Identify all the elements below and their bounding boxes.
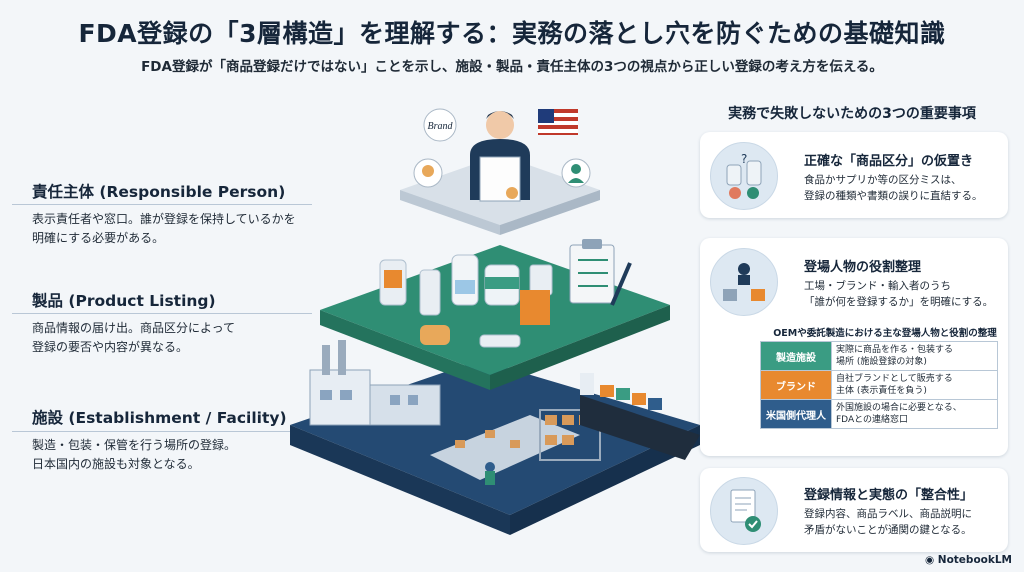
person-icon [470, 111, 530, 202]
product-layer-side-right [490, 305, 670, 390]
tip-desc-category: 食品かサプリか等の区分ミスは、 登録の種類や書類の誤りに直結する。 [804, 172, 1004, 204]
role-desc-line: FDAとの連絡窓口 [836, 415, 909, 425]
divider-line [12, 431, 312, 432]
tip-card-consistency: 登録情報と実態の「整合性」 登録内容、商品ラベル、商品説明に 矛盾がないことが通… [700, 468, 1008, 552]
role-desc-line: 実際に商品を作る・包装する [836, 345, 954, 355]
role-name: ブランド [760, 370, 832, 400]
role-desc-line: 外国施設の場合に必要となる、 [836, 403, 962, 413]
responsible-layer-side [400, 190, 500, 235]
product-desc-line2: 登録の要否や内容が異なる。 [32, 340, 189, 354]
document-check-icon [710, 477, 778, 545]
roles-table: 製造施設 実際に商品を作る・包装する 場所 (施設登録の対象) ブランド 自社ブ… [760, 341, 998, 429]
role-desc-line: 主体 (表示責任を負う) [836, 386, 927, 396]
notebooklm-logo: ◉ NotebookLM [925, 554, 1012, 566]
responsible-description: 表示責任者や窓口。誰が登録を保持しているかを 明確にする必要がある。 [32, 210, 322, 248]
conveyor-icon [430, 415, 580, 485]
page-subtitle: FDA登録が「商品登録だけではない」ことを示し、施設・製品・責任主体の3つの視点… [141, 59, 883, 75]
responsible-desc-line2: 明確にする必要がある。 [32, 231, 165, 245]
tip-heading-consistency: 登録情報と実態の「整合性」 [804, 488, 974, 503]
role-desc: 外国施設の場合に必要となる、 FDAとの連絡窓口 [831, 399, 998, 429]
tip-desc-line: 登録内容、商品ラベル、商品説明に [804, 508, 972, 520]
facility-layer-side-right [510, 425, 700, 535]
responsible-layer-side-right [500, 190, 600, 235]
product-layer-side [320, 310, 490, 390]
certificate-badge-icon [413, 158, 443, 188]
three-layer-illustration: Brand [290, 108, 700, 535]
page-title: FDA登録の「3層構造」を理解する：実務の落とし穴を防ぐための基礎知識 [78, 19, 946, 48]
facility-layer-label: 施設 (Establishment / Facility) 製造・包装・保管を行… [32, 406, 322, 474]
role-desc: 実際に商品を作る・包装する 場所 (施設登録の対象) [831, 341, 998, 371]
tip-desc-consistency: 登録内容、商品ラベル、商品説明に 矛盾がないことが通関の鍵となる。 [804, 506, 1004, 538]
tip-desc-line: 「誰が何を登録するか」を明確にする。 [804, 296, 994, 308]
role-desc: 自社ブランドとして販売する 主体 (表示責任を負う) [831, 370, 998, 400]
tip-desc-line: 食品かサプリか等の区分ミスは、 [804, 174, 962, 186]
responsible-desc-line1: 表示責任者や窓口。誰が登録を保持しているかを [32, 212, 296, 226]
ship-icon [580, 373, 700, 460]
tip-heading-roles: 登場人物の役割整理 [804, 260, 922, 275]
us-flag-icon [538, 109, 578, 135]
role-name: 製造施設 [760, 341, 832, 371]
product-items-icon [379, 254, 553, 348]
tip-heading-category: 正確な「商品区分」の仮置き [804, 154, 974, 169]
role-name: 米国側代理人 [760, 399, 832, 429]
brand-badge-icon: Brand [423, 108, 457, 142]
tip-desc-roles: 工場・ブランド・輸入者のうち 「誰が何を登録するか」を明確にする。 [804, 278, 1004, 310]
facility-desc-line1: 製造・包装・保管を行う場所の登録。 [32, 438, 237, 452]
table-row: ブランド 自社ブランドとして販売する 主体 (表示責任を負う) [760, 370, 998, 400]
tip-desc-line: 工場・ブランド・輸入者のうち [804, 280, 951, 292]
product-description: 商品情報の届け出。商品区分によって 登録の要否や内容が異なる。 [32, 319, 322, 357]
table-row: 米国側代理人 外国施設の場合に必要となる、 FDAとの連絡窓口 [760, 399, 998, 429]
roles-table-title: OEMや委託製造における主な登場人物と役割の整理 [773, 328, 997, 339]
checklist-icon [569, 239, 632, 306]
notebooklm-icon: ◉ [924, 554, 935, 566]
product-heading: 製品 (Product Listing) [32, 292, 216, 310]
roles-icon [710, 248, 778, 316]
role-desc-line: 自社ブランドとして販売する [836, 374, 953, 384]
tip-desc-line: 矛盾がないことが通関の鍵となる。 [804, 524, 972, 536]
facility-description: 製造・包装・保管を行う場所の登録。 日本国内の施設も対象となる。 [32, 436, 322, 474]
table-row: 製造施設 実際に商品を作る・包装する 場所 (施設登録の対象) [760, 341, 998, 371]
product-category-icon: ? [710, 142, 778, 210]
product-desc-line1: 商品情報の届け出。商品区分によって [32, 321, 236, 335]
responsible-layer-label: 責任主体 (Responsible Person) 表示責任者や窓口。誰が登録を… [32, 180, 322, 248]
role-desc-line: 場所 (施設登録の対象) [836, 357, 927, 367]
svg-text:?: ? [741, 152, 747, 166]
facility-layer-side [290, 425, 510, 535]
tip-card-category: ? 正確な「商品区分」の仮置き 食品かサプリか等の区分ミスは、 登録の種類や書類… [700, 132, 1008, 218]
user-profile-icon [561, 158, 591, 188]
divider-line [12, 313, 312, 314]
product-layer-label: 製品 (Product Listing) 商品情報の届け出。商品区分によって 登… [32, 289, 322, 357]
notebooklm-label: NotebookLM [937, 554, 1012, 566]
facility-desc-line2: 日本国内の施設も対象となる。 [32, 457, 200, 471]
tip-desc-line: 登録の種類や書類の誤りに直結する。 [804, 190, 983, 202]
divider-line [12, 204, 312, 205]
right-panel-title: 実務で失敗しないための3つの重要事項 [728, 106, 976, 122]
facility-heading: 施設 (Establishment / Facility) [32, 409, 287, 427]
factory-icon [309, 340, 441, 426]
responsible-heading: 責任主体 (Responsible Person) [32, 183, 286, 201]
svg-text:Brand: Brand [428, 121, 454, 132]
